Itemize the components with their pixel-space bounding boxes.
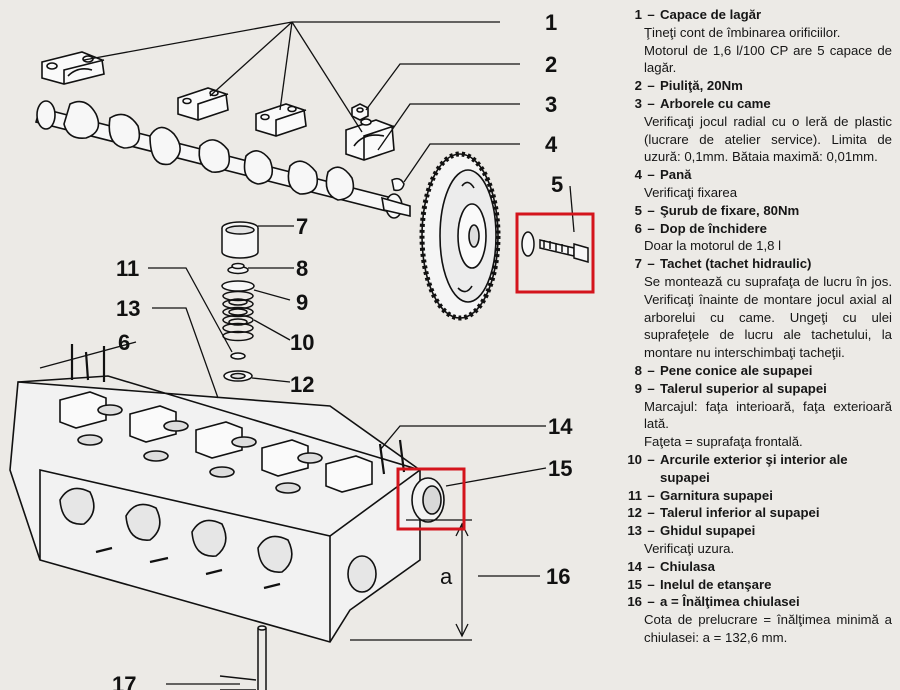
key-part [391,177,405,192]
legend-item: 13–Ghidul supapei Verificaţi uzura. [604,522,892,558]
legend-note: Faţeta = suprafaţa frontală. [644,434,803,450]
legend-note: Doar la motorul de 1,8 l [644,238,782,254]
legend-title: Arcurile exterior şi interior ale supape… [660,451,848,485]
legend-note: Verificaţi jocul radial cu o leră de pla… [644,113,892,165]
legend-item: 15–Inelul de etanşare [604,576,892,594]
legend-title: Şurub de fixare, 80Nm [660,202,800,218]
callout-numbers: 1 2 3 4 5 6 7 8 9 10 11 12 13 14 15 16 1… [112,10,573,690]
legend-item: 10–Arcurile exterior şi interior ale sup… [604,451,892,487]
sprocket-part [419,151,501,321]
legend-title: Tachet (tachet hidraulic) [660,256,812,272]
legend-note: Verificaţi fixarea [644,184,738,200]
legend-num: 6 [634,220,642,236]
legend-num: 8 [634,362,642,378]
callout-1: 1 [545,10,557,35]
legend-note: Se montează cu suprafaţa de lucru în jos… [644,273,892,361]
callout-10: 10 [290,330,314,355]
callout-16: 16 [546,564,570,589]
callout-9: 9 [296,290,308,315]
camshaft-part [35,100,411,219]
legend-note: Verificaţi uzura. [644,540,735,556]
callout-14: 14 [548,414,573,439]
callout-2: 2 [545,52,557,77]
legend-num: 12 [627,505,642,521]
legend-title: Talerul superior al supapei [660,380,827,396]
legend-item: 11–Garnitura supapei [604,487,892,505]
legend-item: 6–Dop de închidere Doar la motorul de 1,… [604,220,892,256]
legend-title: Arborele cu came [660,95,771,111]
legend-num: 4 [634,167,642,183]
legend-item: 4–Pană Verificaţi fixarea [604,166,892,202]
legend-item: 14–Chiulasa [604,558,892,576]
callout-4: 4 [545,132,558,157]
highlight-box-seal [396,467,466,531]
legend-num: 1 [634,7,642,22]
legend-num: 3 [634,95,642,111]
callout-12: 12 [290,372,314,397]
legend-item: 2–Piuliţă, 20Nm [604,77,892,95]
legend-item: 16–a = Înălţimea chiulasei Cota de prelu… [604,593,892,646]
legend-note: Ţineţi cont de îmbinarea orificiilor. [644,24,841,40]
legend-num: 10 [627,451,642,467]
legend-num: 14 [627,558,642,574]
legend-num: 13 [627,523,642,539]
callout-8: 8 [296,256,308,281]
oil-seal-part [411,477,445,523]
legend-note: Cota de prelucrare = înălţimea minimă a … [644,612,892,645]
dimension-label-a: a [440,564,453,589]
legend-title: Capace de lagăr [660,7,762,22]
callout-15: 15 [548,456,572,481]
legend-title: Chiulasa [660,558,715,574]
legend-title: Pană [660,167,692,183]
bolt-and-washer-part [521,231,589,263]
legend-num: 2 [634,78,642,94]
legend-note: Marcajul: faţa interioară, faţa exterioa… [644,398,892,432]
callout-3: 3 [545,92,557,117]
bearing-cap-parts [41,51,395,161]
legend-title: Dop de închidere [660,220,767,236]
legend-item: 7–Tachet (tachet hidraulic) Se montează … [604,255,892,362]
callout-13: 13 [116,296,140,321]
legend-num: 9 [634,380,642,396]
legend-num: 11 [628,487,642,503]
legend-title: Pene conice ale supapei [660,362,813,378]
legend-title: Garnitura supapei [660,487,773,503]
legend-item: 8–Pene conice ale supapei [604,362,892,380]
legend-num: 16 [627,594,642,610]
callout-6: 6 [118,330,130,355]
legend-note: Motorul de 1,6 l/100 CP are 5 capace de … [644,42,892,76]
parts-legend: 1–Capace de lagăr Ţineţi cont de îmbinar… [604,6,892,647]
legend-item: 3–Arborele cu came Verificaţi jocul radi… [604,95,892,166]
legend-num: 15 [627,576,642,592]
legend-title: a = Înălţimea chiulasei [660,594,800,610]
valve-part [219,625,267,690]
legend-item: 12–Talerul inferior al supapei [604,504,892,522]
legend-item: 5–Şurub de fixare, 80Nm [604,202,892,220]
legend-title: Inelul de etanşare [660,576,772,592]
callout-5: 5 [551,172,563,197]
legend-num: 7 [634,256,642,272]
cylinder-head-part [9,344,421,643]
legend-item: 1–Capace de lagăr Ţineţi cont de îmbinar… [604,6,892,77]
callout-7: 7 [296,214,308,239]
cylinder-head-exploded-diagram: 1 2 3 4 5 6 7 8 9 10 11 12 13 14 15 16 1… [9,10,595,690]
legend-item: 9–Talerul superior al supapei Marcajul: … [604,380,892,451]
callout-11: 11 [116,256,139,281]
highlight-box-bolt [515,212,595,294]
valve-train-parts [221,221,259,382]
legend-title: Ghidul supapei [660,523,756,539]
callout-17: 17 [112,672,136,690]
legend-title: Piuliţă, 20Nm [660,78,743,94]
legend-title: Talerul inferior al supapei [660,505,820,521]
legend-num: 5 [634,202,642,218]
